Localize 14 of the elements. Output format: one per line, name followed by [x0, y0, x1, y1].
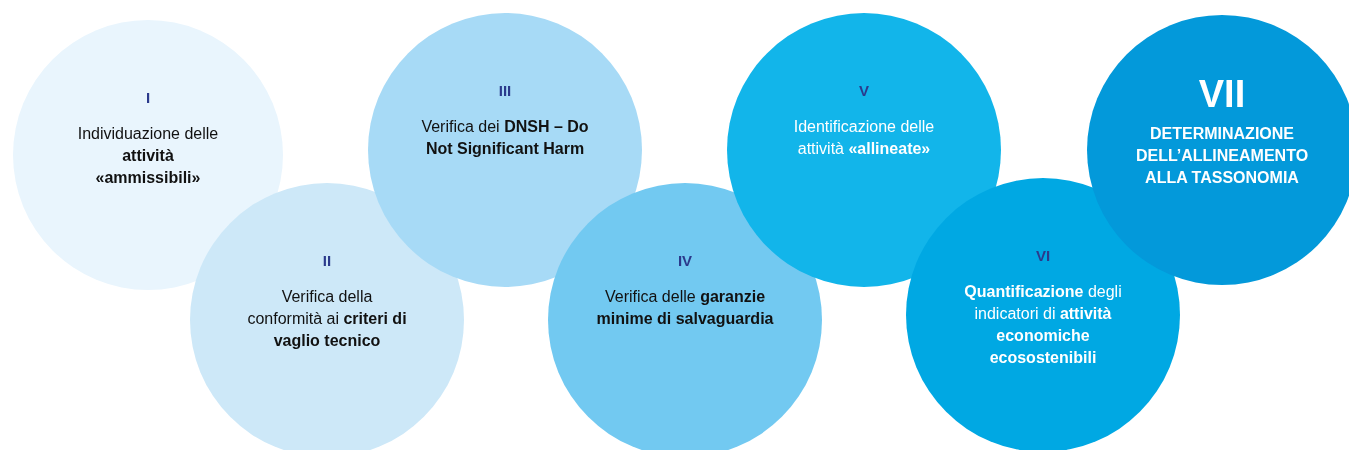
step-number: III — [498, 81, 512, 100]
step-number: II — [322, 251, 332, 270]
step-number: IV — [677, 251, 693, 270]
step-description: DETERMINAZIONE DELL’ALLINEAMENTO ALLA TASSONOMIA — [1134, 124, 1310, 188]
step-number: V — [859, 81, 869, 100]
step-description: Verifica della conformità ai criteri di vaglio tecnico — [247, 287, 407, 351]
step-description: Individuazione delle attività «ammissibili» — [76, 124, 220, 188]
step-number: I — [145, 88, 151, 107]
step-description: Verifica delle garanzie minime di salvaguardia — [595, 287, 775, 329]
step-number: VII — [1198, 73, 1246, 115]
step-number: VI — [1035, 246, 1051, 265]
step-description: Identificazione delle attività «allineate» — [792, 117, 936, 159]
step-description: Verifica dei DNSH – Do Not Significant Harm — [420, 117, 590, 159]
step-description: Quantificazione degli indicatori di attività economiche ecosostenibili — [963, 282, 1123, 368]
